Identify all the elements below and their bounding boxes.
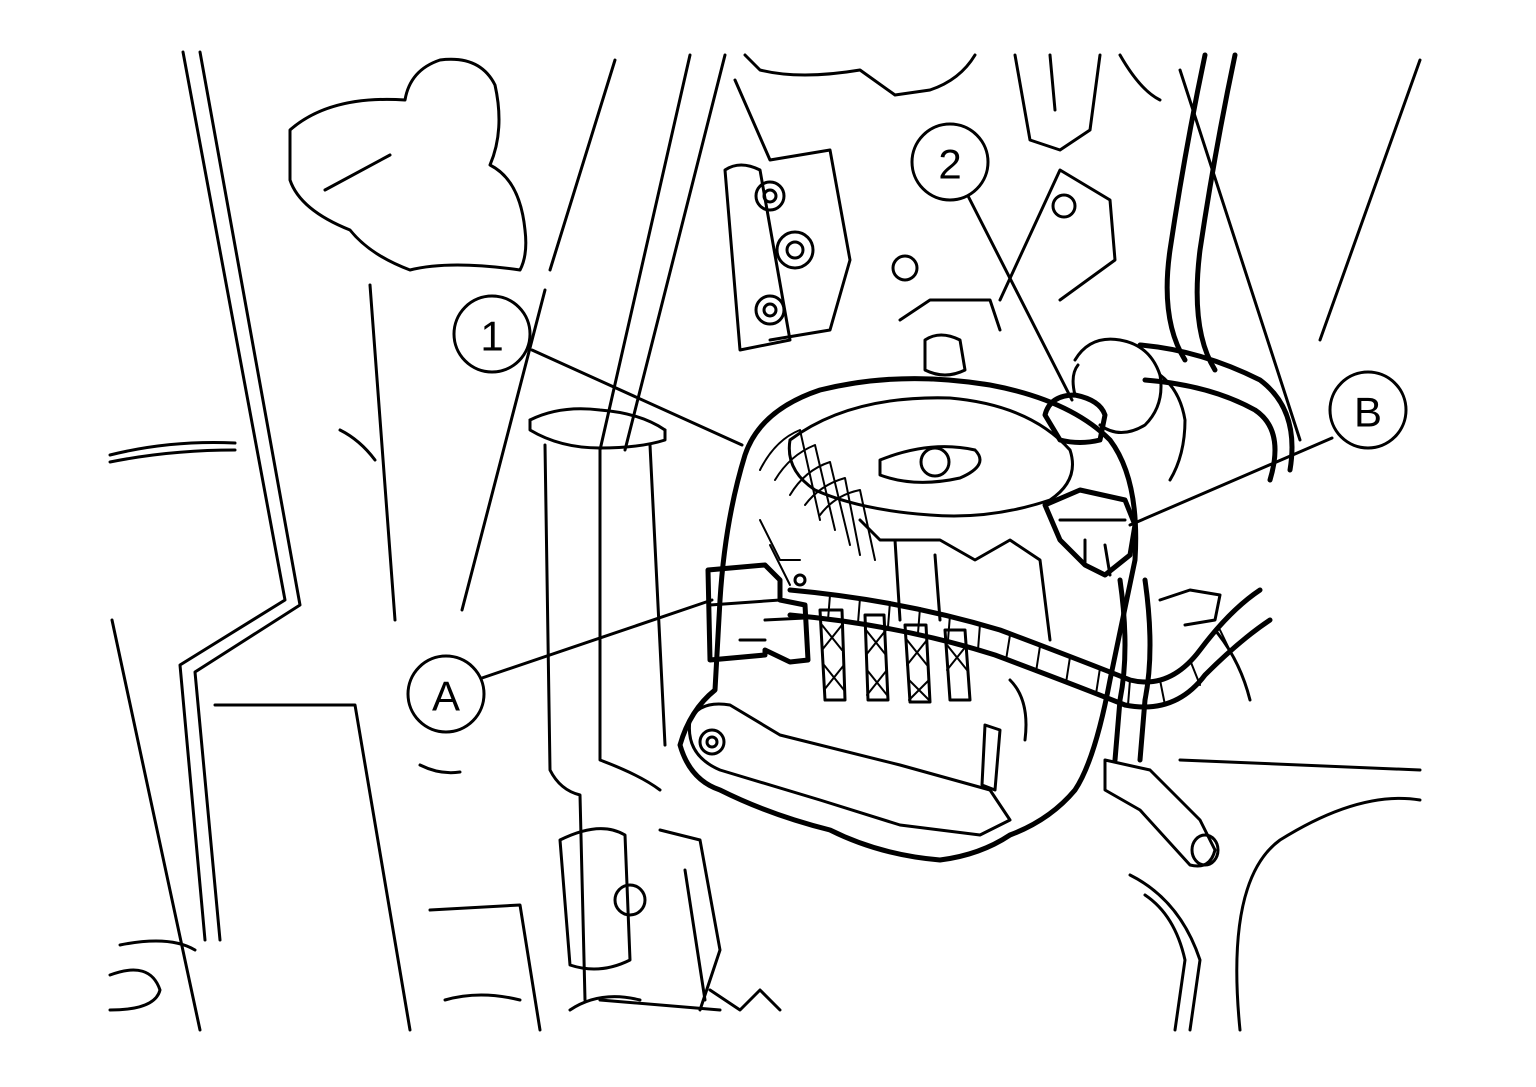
leader-line-a <box>480 598 714 680</box>
callout-b: B <box>1328 370 1408 450</box>
connector-a <box>705 562 811 665</box>
b-terminal-2 <box>1042 337 1187 482</box>
callout-2-label: 2 <box>938 141 961 188</box>
callout-a-label: A <box>432 673 460 720</box>
leader-line-2 <box>963 188 1074 402</box>
callout-a: A <box>406 654 486 734</box>
callout-1-label: 1 <box>480 313 503 360</box>
wiring-harness <box>787 577 1273 868</box>
leader-line-b <box>1128 436 1334 527</box>
callout-1: 1 <box>452 294 532 374</box>
engine-bay-background <box>108 50 1422 1032</box>
callout-b-label: B <box>1354 389 1382 436</box>
leader-lines <box>480 188 1334 680</box>
alternator <box>677 298 1139 863</box>
coolant-pipe <box>528 407 782 1012</box>
connector-b <box>1042 487 1138 578</box>
leader-line-1 <box>530 348 744 447</box>
callout-2: 2 <box>910 122 990 202</box>
vent-mesh <box>818 608 972 704</box>
